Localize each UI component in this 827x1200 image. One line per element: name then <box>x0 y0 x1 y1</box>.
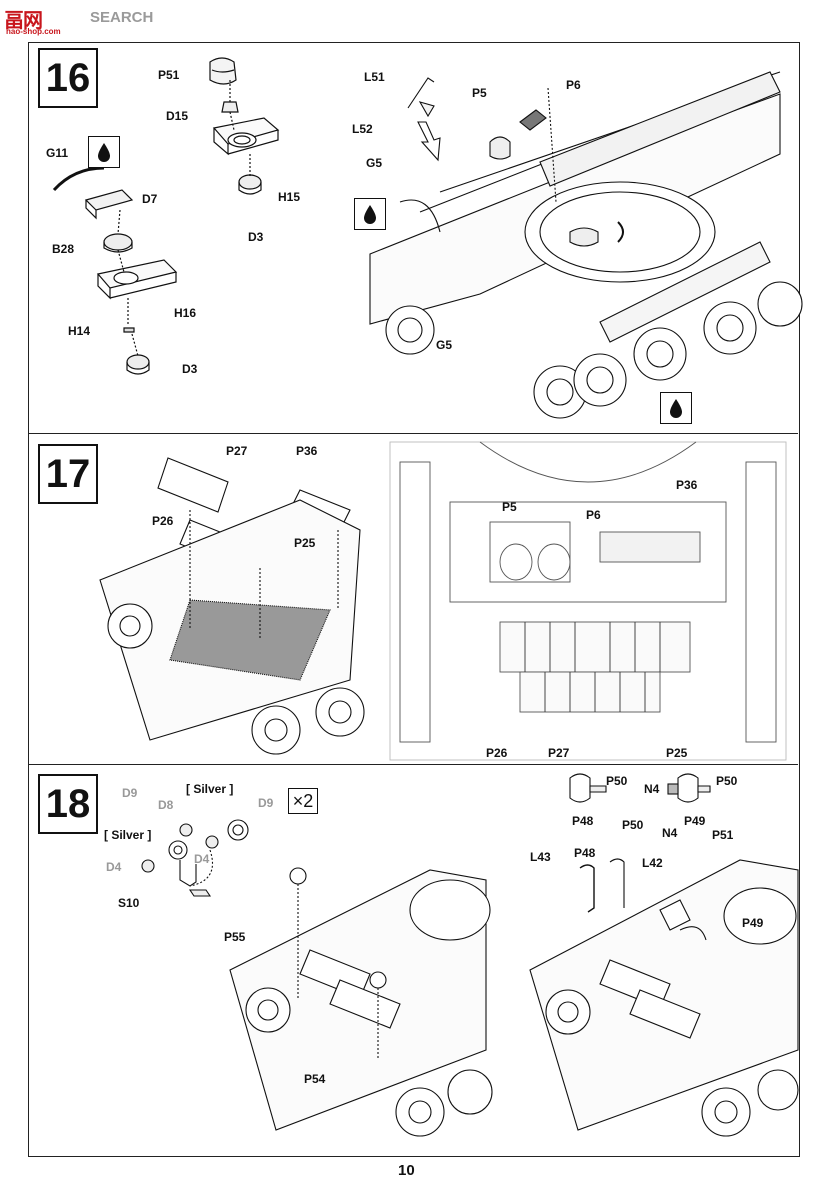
part-label: D7 <box>142 192 158 206</box>
part-label: H15 <box>278 190 301 204</box>
part-label: [ Silver ] <box>186 782 234 796</box>
part-label: P5 <box>502 500 517 514</box>
part-label: P50 <box>716 774 738 788</box>
part-label: P36 <box>296 444 318 458</box>
part-label: P49 <box>684 814 706 828</box>
part-label: P6 <box>586 508 601 522</box>
part-label: H16 <box>174 306 197 320</box>
part-label: P51 <box>712 828 734 842</box>
part-label: S10 <box>118 896 140 910</box>
watermark-text: SEARCH <box>90 9 154 26</box>
part-label: P36 <box>676 478 698 492</box>
part-label: P55 <box>224 930 246 944</box>
part-label: D4 <box>106 860 122 874</box>
part-label: N4 <box>644 782 660 796</box>
part-label: D3 <box>182 362 198 376</box>
part-label: P26 <box>486 746 508 760</box>
part-label: G11 <box>46 146 69 160</box>
step16-exploded-parts-drawing <box>52 57 280 375</box>
part-label: D9 <box>258 796 274 810</box>
part-label: P25 <box>666 746 688 760</box>
horizontal-divider <box>28 433 798 434</box>
page-frame <box>28 42 800 1157</box>
part-label: P5 <box>472 86 487 100</box>
part-label: D9 <box>122 786 138 800</box>
part-label: P27 <box>226 444 248 458</box>
part-label: N4 <box>662 826 678 840</box>
step18-light-assembly-drawing <box>141 819 249 897</box>
step17-hull-drawing <box>99 457 365 755</box>
part-label: L52 <box>352 122 373 136</box>
step18-light-detail-drawing <box>569 773 711 803</box>
part-label: D4 <box>194 852 210 866</box>
step18-hull-right-drawing <box>529 858 799 1137</box>
part-label: P51 <box>158 68 180 82</box>
part-label: P50 <box>606 774 628 788</box>
step-number-16: 16 <box>38 48 98 108</box>
part-label: L43 <box>530 850 551 864</box>
part-label: P26 <box>152 514 174 528</box>
part-label: B28 <box>52 242 75 256</box>
part-label: [ Silver ] <box>104 828 152 842</box>
glue-icon <box>354 198 386 230</box>
part-label: P27 <box>548 746 570 760</box>
part-label: P25 <box>294 536 316 550</box>
step17-top-view-drawing <box>389 441 787 761</box>
glue-icon <box>660 392 692 424</box>
horizontal-divider <box>28 764 798 765</box>
step18-hull-left-drawing <box>229 867 493 1137</box>
part-label: D8 <box>158 798 174 812</box>
step-number-18: 18 <box>38 774 98 834</box>
part-label: D15 <box>166 109 189 123</box>
part-label: P48 <box>574 846 596 860</box>
watermark-logo: 畐网 <box>4 10 43 32</box>
part-label: G5 <box>436 338 453 352</box>
part-label: P50 <box>622 818 644 832</box>
watermark: 畐网 SEARCH nao-shop.com <box>4 4 174 38</box>
quantity-multiplier: ×2 <box>288 788 318 814</box>
watermark-subtext: nao-shop.com <box>6 27 61 36</box>
part-label: P6 <box>566 78 581 92</box>
part-label: P48 <box>572 814 594 828</box>
part-label: G5 <box>366 156 383 170</box>
part-label: D3 <box>248 230 264 244</box>
step-number-17: 17 <box>38 444 98 504</box>
part-label: L42 <box>642 856 663 870</box>
part-label: L51 <box>364 70 385 84</box>
part-label: P54 <box>304 1072 326 1086</box>
step16-hull-drawing <box>369 71 803 419</box>
page-number: 10 <box>398 1162 415 1179</box>
part-label: H14 <box>68 324 91 338</box>
part-label: P49 <box>742 916 764 930</box>
glue-icon <box>88 136 120 168</box>
